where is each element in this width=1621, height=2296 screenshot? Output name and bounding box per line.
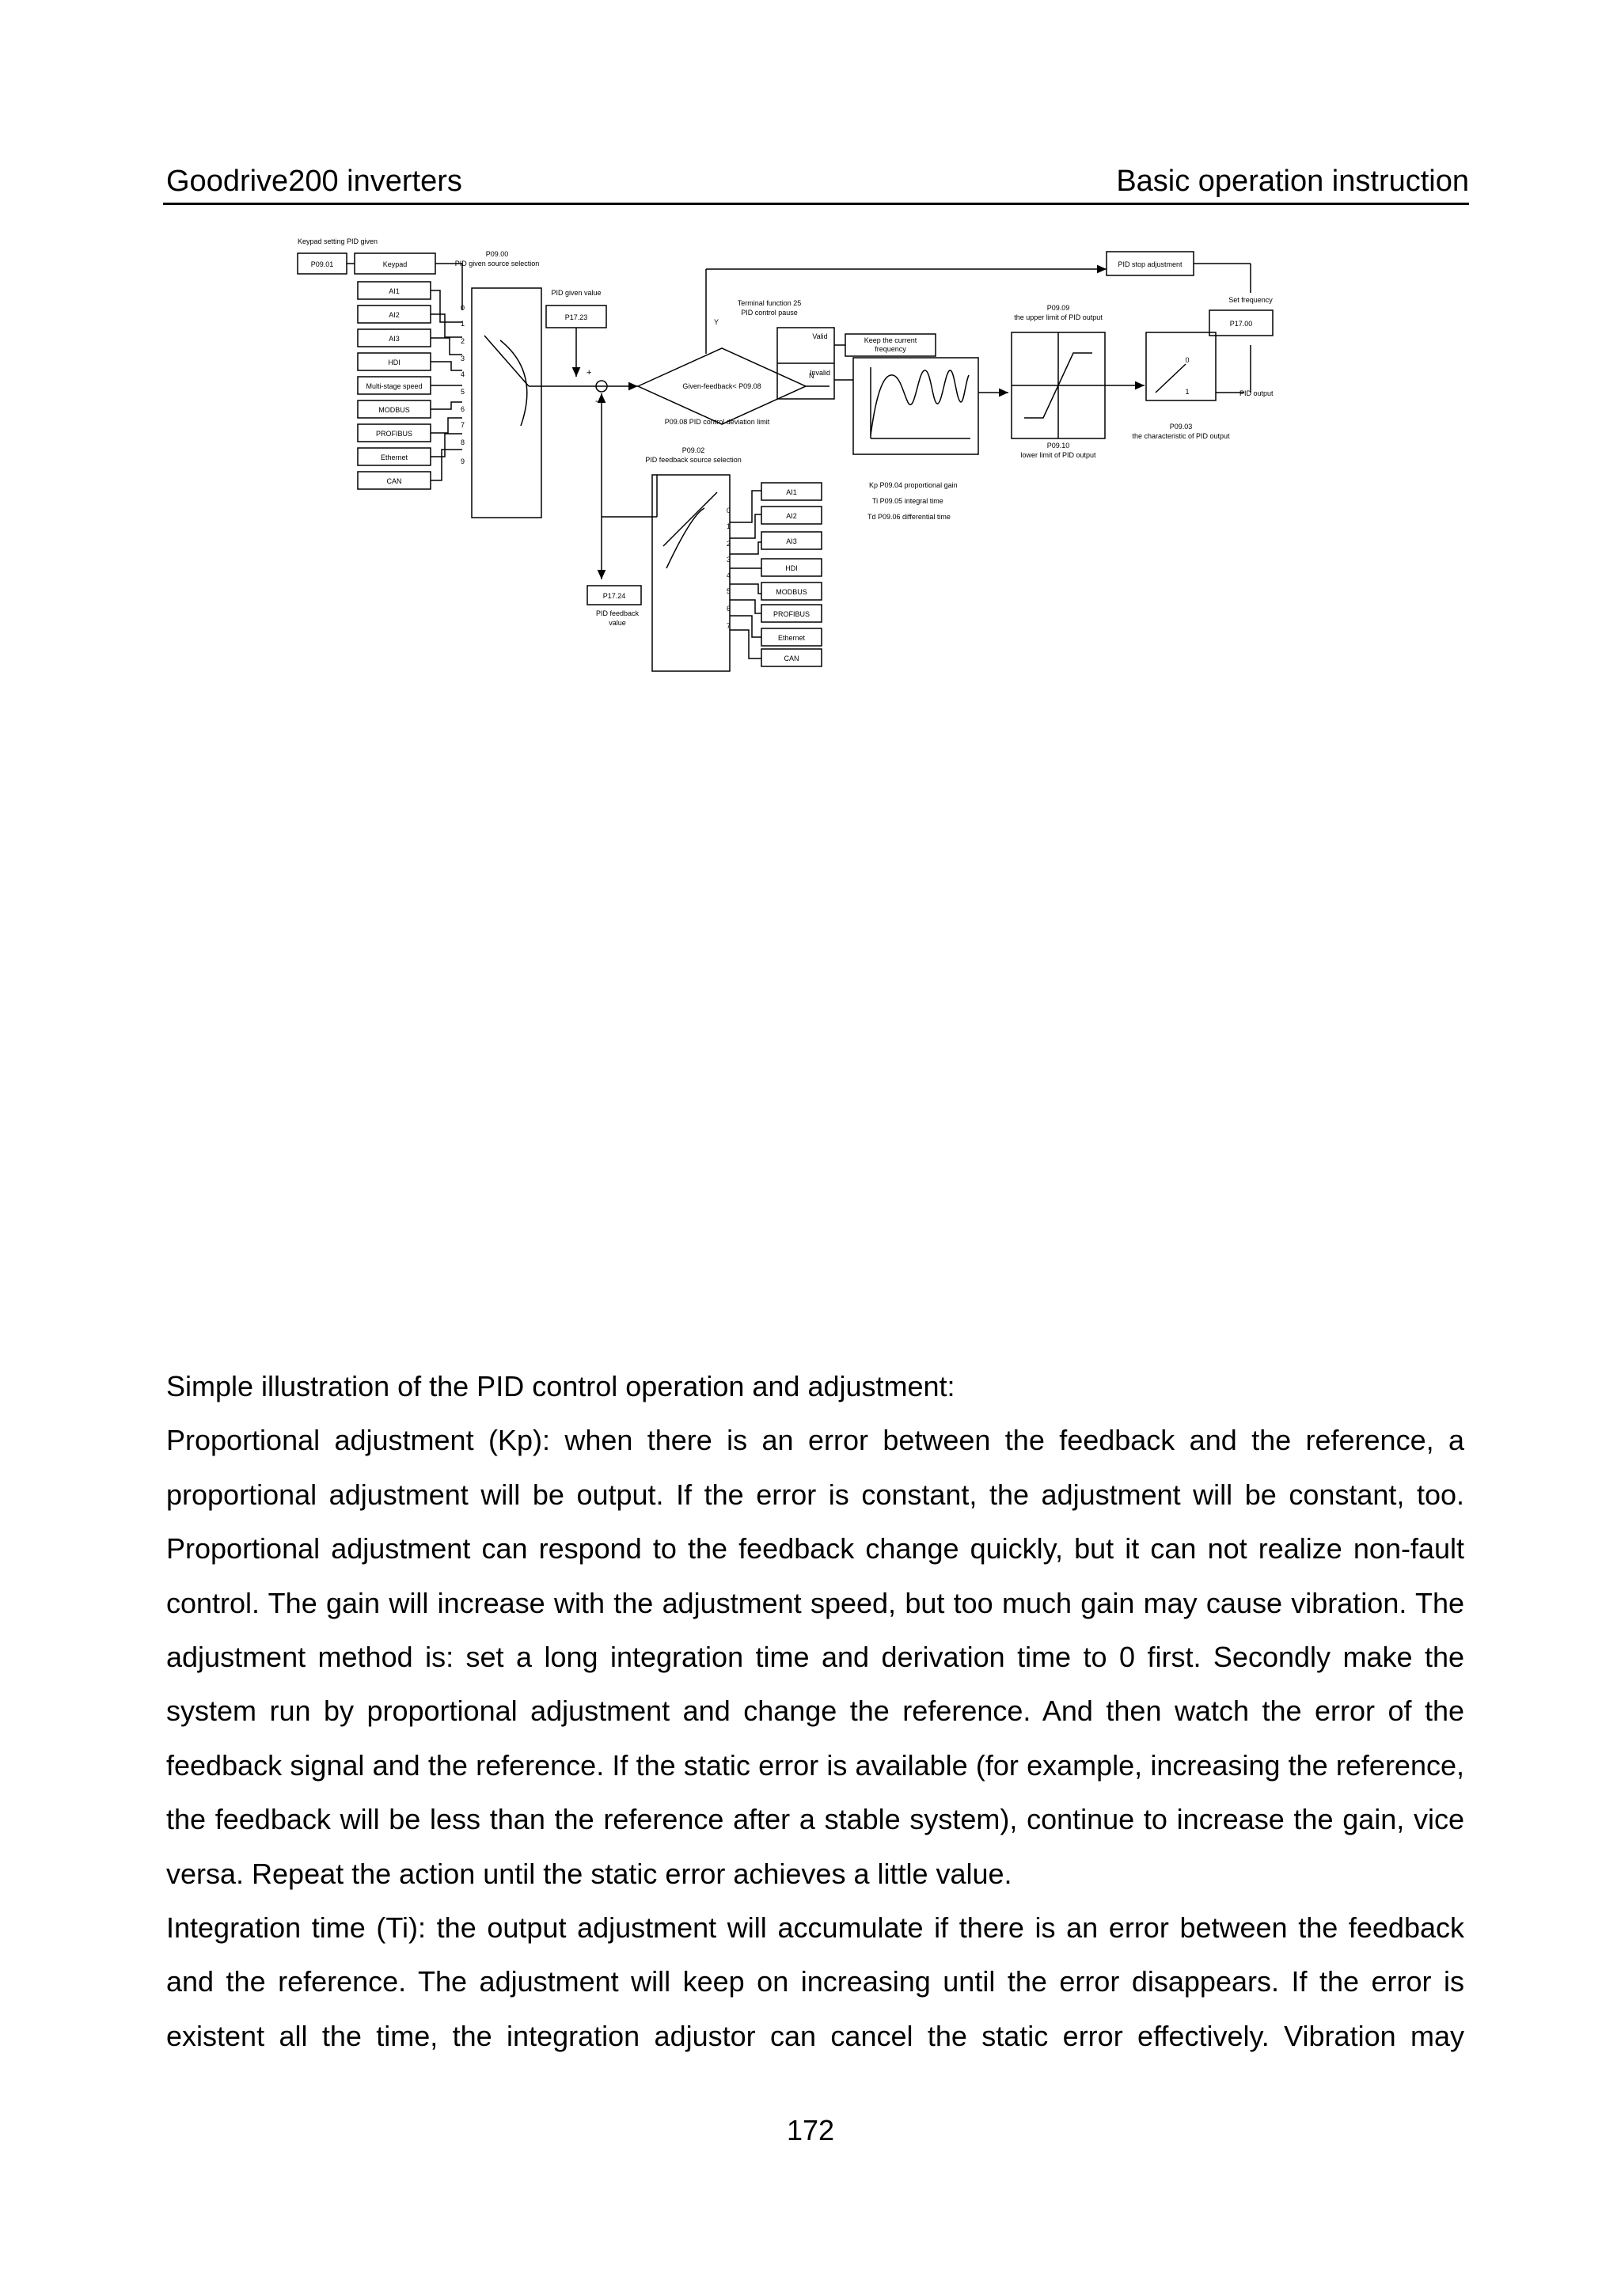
feedback-source-can: [761, 648, 822, 667]
output-switch-box: [1145, 332, 1217, 401]
given-number: 2: [461, 337, 465, 345]
page-number: 172: [786, 2114, 835, 2146]
feedback-source-ethernet: [761, 628, 822, 647]
p0903-code: P09.03: [1170, 423, 1193, 431]
feedback-source-label: PROFIBUS: [773, 610, 810, 618]
kp-label: Kp P09.04 proportional gain: [869, 481, 958, 489]
pid-feedback-value-label: value: [609, 619, 626, 627]
pid-stop-adjustment-label: PID stop adjustment: [1118, 260, 1183, 268]
p0903-desc: the characteristic of PID output: [1132, 432, 1230, 440]
feedback-source-label: Ethernet: [778, 634, 806, 642]
switch-1-label: 1: [1185, 388, 1189, 396]
feedback-number: 7: [727, 622, 731, 630]
given-number: 3: [461, 355, 465, 362]
terminal-function-label: PID control pause: [741, 309, 798, 317]
keypad-label: Keypad: [383, 260, 408, 268]
header-left: Goodrive200 inverters: [166, 165, 462, 198]
plus-sign: +: [587, 368, 591, 378]
given-number: 0: [461, 304, 465, 312]
p0901-label: P09.01: [311, 260, 334, 268]
p0900-desc: PID given source selection: [455, 260, 540, 268]
given-number: 6: [461, 405, 465, 413]
keypad-setting-title: Keypad setting PID given: [298, 237, 378, 245]
given-source-label: CAN: [386, 477, 401, 485]
feedback-source-profibus: [761, 604, 822, 623]
set-frequency-label: Set frequency: [1228, 296, 1273, 304]
header-rule: [163, 203, 1469, 205]
body-text: Simple illustration of the PID control o…: [166, 1360, 1464, 2063]
keep-frequency-label: Keep the current: [864, 336, 917, 344]
p0909-desc: the upper limit of PID output: [1014, 313, 1103, 321]
given-source-label: Multi-stage speed: [366, 382, 422, 390]
p0902-code: P09.02: [682, 446, 705, 454]
feedback-number: 1: [727, 522, 731, 530]
p1723-label: P17.23: [565, 313, 588, 321]
pid-given-value-label: PID given value: [551, 289, 601, 297]
feedback-source-label: CAN: [784, 655, 799, 662]
feedback-source-label: AI1: [786, 488, 797, 496]
response-graph-box: [852, 357, 979, 455]
feedback-source-label: MODBUS: [776, 588, 807, 596]
p1724-box: [587, 585, 642, 605]
feedback-source-modbus: [761, 582, 822, 601]
given-source-label: MODBUS: [378, 406, 410, 414]
given-number: 1: [461, 320, 465, 328]
given-number: 9: [461, 457, 465, 465]
set-frequency-box: [1209, 309, 1274, 336]
paragraph: Proportional adjustment (Kp): when there…: [166, 1424, 1464, 1890]
feedback-selector-box: [651, 474, 731, 672]
feedback-source-ai1: [761, 482, 822, 501]
minus-sign: -: [595, 397, 598, 406]
paragraph: Simple illustration of the PID control o…: [166, 1370, 955, 1402]
feedback-number: 5: [727, 587, 731, 595]
keep-frequency-box: [845, 333, 936, 357]
given-number: 7: [461, 421, 465, 429]
given-source-label: Ethernet: [381, 454, 408, 461]
y-label: Y: [714, 318, 719, 326]
p1700-label: P17.00: [1230, 320, 1253, 328]
feedback-source-ai3: [761, 531, 822, 550]
feedback-source-label: AI3: [786, 537, 797, 545]
given-source-label: PROFIBUS: [376, 430, 412, 438]
keep-frequency-label: frequency: [875, 345, 906, 353]
p0910-code: P09.10: [1047, 442, 1070, 450]
p0909-code: P09.09: [1047, 304, 1070, 312]
given-number: 8: [461, 438, 465, 446]
feedback-number: 4: [727, 571, 731, 579]
p0902-desc: PID feedback source selection: [645, 456, 742, 464]
p1724-label: P17.24: [603, 592, 626, 600]
feedback-source-label: HDI: [785, 564, 798, 572]
p0910-desc: lower limit of PID output: [1020, 451, 1096, 459]
header-right: Basic operation instruction: [1116, 165, 1469, 198]
switch-0-label: 0: [1185, 356, 1189, 364]
diamond-label: Given-feedback< P09.08: [682, 382, 761, 390]
feedback-number: 6: [727, 605, 731, 613]
feedback-source-label: AI2: [786, 512, 797, 520]
given-source-label: AI2: [389, 311, 400, 319]
pid-output-label: PID output: [1239, 389, 1274, 397]
feedback-source-ai2: [761, 506, 822, 525]
pid-control-diagram: Keypad setting PID given P09.01 Keypad P…: [297, 237, 1274, 672]
feedback-number: 0: [727, 507, 731, 514]
n-label: N: [809, 372, 814, 380]
feedback-source-hdi: [761, 558, 822, 577]
invalid-label: Invalid: [810, 369, 830, 377]
td-label: Td P09.06 differential time: [867, 513, 951, 521]
given-number: 4: [461, 370, 465, 378]
given-source-label: AI3: [389, 335, 400, 343]
given-selector-box: [471, 287, 542, 518]
pid-feedback-value-label: PID feedback: [596, 609, 640, 617]
feedback-number: 3: [727, 556, 731, 564]
feedback-number: 2: [727, 540, 731, 548]
terminal-function-label: Terminal function 25: [738, 299, 802, 307]
ti-label: Ti P09.05 integral time: [872, 497, 943, 505]
given-number: 5: [461, 388, 465, 396]
given-source-label: AI1: [389, 287, 400, 295]
valid-label: Valid: [812, 332, 827, 340]
deviation-limit-label: P09.08 PID control deviation limit: [665, 418, 770, 426]
given-source-label: HDI: [388, 359, 401, 366]
p0900-code: P09.00: [486, 250, 509, 258]
paragraph: Integration time (Ti): the output adjust…: [166, 1911, 1464, 2052]
